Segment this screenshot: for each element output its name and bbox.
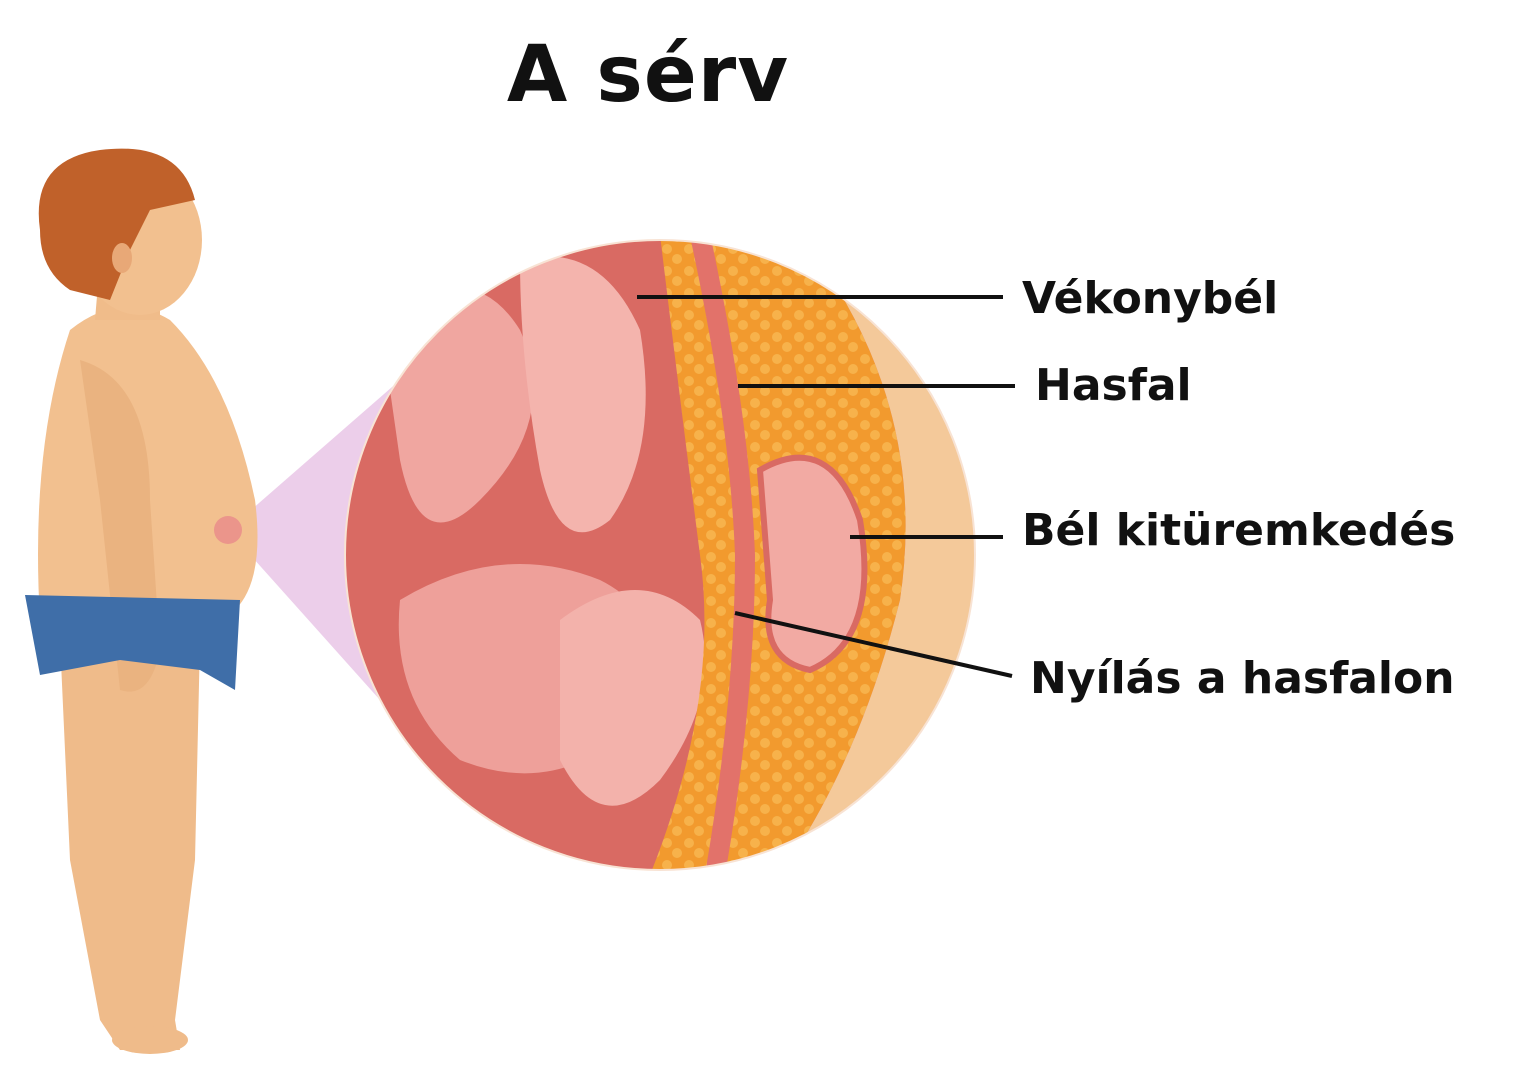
outer-skin — [780, 240, 975, 870]
legs — [60, 640, 200, 1050]
label-small-intestine: Vékonybél — [1022, 273, 1279, 324]
person-figure — [25, 148, 258, 1054]
leader-line-wall-opening — [734, 611, 1013, 678]
hair — [38, 148, 195, 300]
intestine-loop — [560, 590, 705, 806]
ear — [112, 243, 132, 273]
label-bowel-protrusion: Bél kitüremkedés — [1022, 505, 1456, 556]
magnified-view — [345, 240, 975, 870]
foot — [112, 1026, 188, 1054]
label-wall-opening: Nyílás a hasfalon — [1030, 653, 1455, 704]
diagram-title: A sérv — [506, 30, 790, 120]
navel-highlight — [214, 516, 242, 544]
hernia-sac — [756, 454, 868, 674]
label-abdominal-wall: Hasfal — [1035, 360, 1192, 411]
muscle-wall — [690, 240, 756, 870]
intestine-loop — [520, 256, 646, 533]
briefs — [25, 595, 240, 690]
